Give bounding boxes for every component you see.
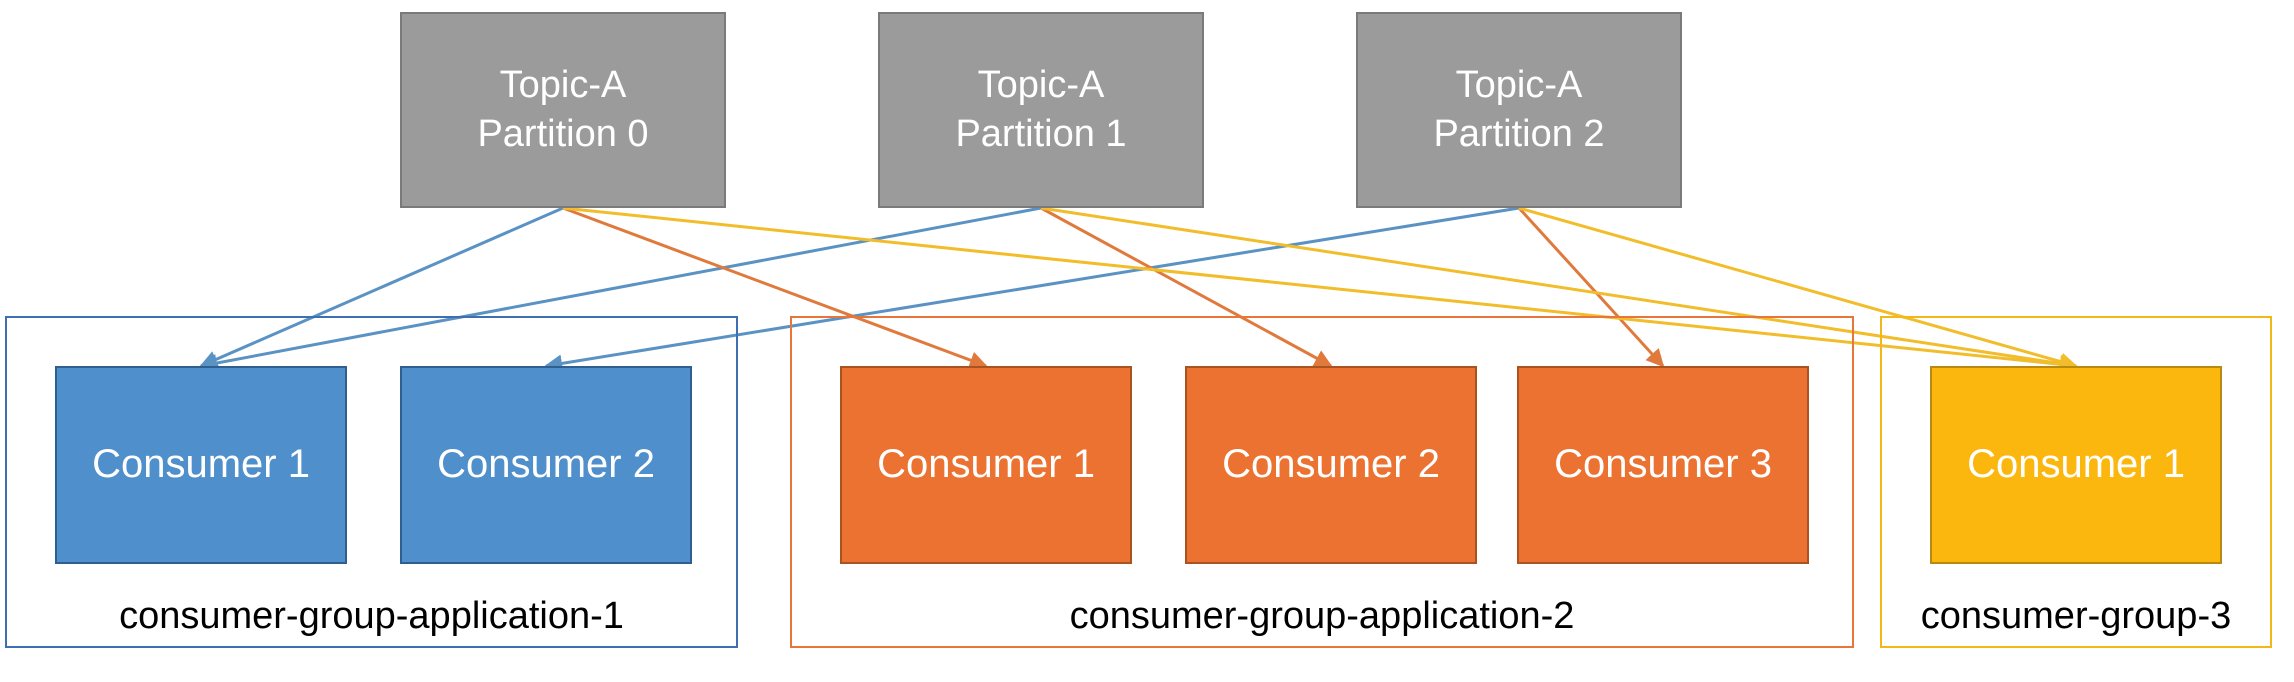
consumer-label: Consumer 2 bbox=[437, 442, 655, 487]
topic-name: Topic-A bbox=[1455, 64, 1583, 107]
topic-partition-2: Topic-A Partition 2 bbox=[1356, 12, 1682, 208]
group2-consumer-1: Consumer 1 bbox=[840, 366, 1132, 564]
partition-label: Partition 2 bbox=[1433, 113, 1605, 155]
arrow-topic-2-to-group1-consumer-2 bbox=[544, 206, 1520, 373]
arrow-topic-0-to-group1-consumer-1 bbox=[199, 206, 564, 368]
consumer-label: Consumer 1 bbox=[1967, 442, 2185, 487]
arrow-topic-2-to-group2-consumer-3 bbox=[1517, 206, 1665, 368]
consumer-label: Consumer 1 bbox=[92, 442, 310, 487]
consumer-group-application-1: consumer-group-application-1 bbox=[5, 316, 738, 648]
topic-partition-1: Topic-A Partition 1 bbox=[878, 12, 1204, 208]
group-label: consumer-group-application-1 bbox=[119, 595, 624, 637]
group2-consumer-3: Consumer 3 bbox=[1517, 366, 1809, 564]
consumer-label: Consumer 1 bbox=[877, 442, 1095, 487]
consumer-group-application-2: consumer-group-application-2 bbox=[790, 316, 1854, 648]
group-label: consumer-group-application-2 bbox=[1069, 595, 1575, 637]
topic-name: Topic-A bbox=[499, 64, 627, 107]
group-label: consumer-group-3 bbox=[1920, 595, 2232, 637]
arrow-topic-1-to-group2-consumer-2 bbox=[1040, 206, 1333, 368]
partition-label: Partition 0 bbox=[477, 113, 649, 155]
topic-partition-0: Topic-A Partition 0 bbox=[400, 12, 726, 208]
consumer-group-3: consumer-group-3 bbox=[1880, 316, 2272, 648]
consumer-label: Consumer 2 bbox=[1222, 442, 1440, 487]
topic-name: Topic-A bbox=[977, 64, 1105, 107]
arrow-topic-2-to-group3-consumer-1 bbox=[1518, 206, 2078, 371]
arrow-topic-1-to-group1-consumer-1 bbox=[199, 206, 1042, 372]
group3-consumer-1: Consumer 1 bbox=[1930, 366, 2222, 564]
arrow-topic-1-to-group3-consumer-1 bbox=[1040, 206, 2078, 373]
partition-label: Partition 1 bbox=[955, 113, 1127, 155]
group1-consumer-1: Consumer 1 bbox=[55, 366, 347, 564]
arrow-topic-0-to-group2-consumer-1 bbox=[562, 206, 988, 369]
arrow-topic-0-to-group3-consumer-1 bbox=[562, 206, 2078, 374]
group2-consumer-2: Consumer 2 bbox=[1185, 366, 1477, 564]
consumer-label: Consumer 3 bbox=[1554, 442, 1772, 487]
group1-consumer-2: Consumer 2 bbox=[400, 366, 692, 564]
